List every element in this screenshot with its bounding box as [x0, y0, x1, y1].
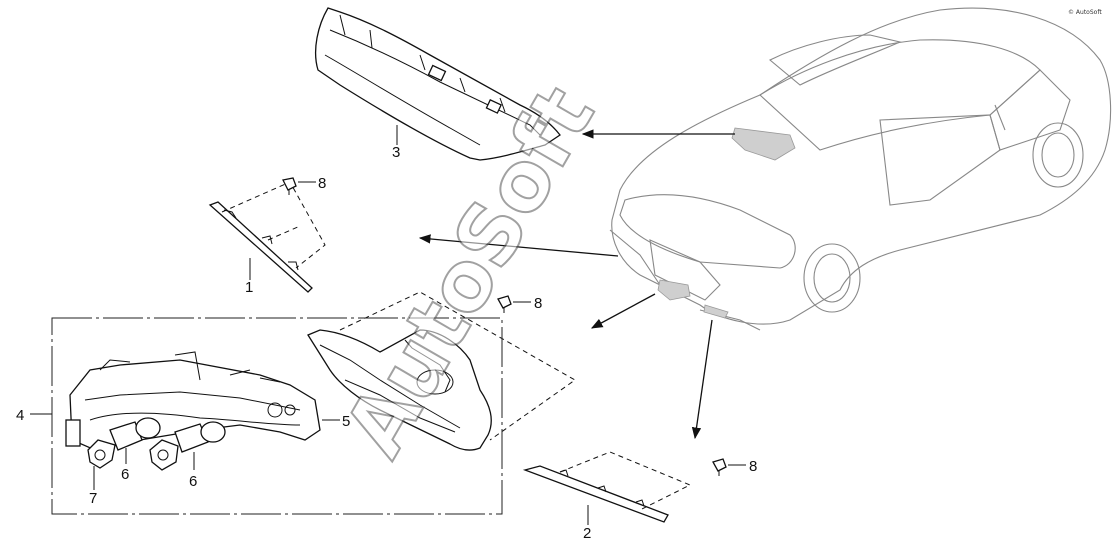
- part-5-lamp-housing: [307, 329, 492, 451]
- assembly-line-part-1: [221, 181, 326, 269]
- callout-1: 1: [245, 279, 253, 296]
- clip-fastener-icon: [282, 177, 297, 195]
- assembly-line-part-5: [339, 291, 576, 441]
- callout-8-top: 8: [318, 175, 326, 192]
- callout-5: 5: [342, 413, 350, 430]
- callout-3: 3: [392, 144, 400, 161]
- callout-8-middle: 8: [534, 295, 542, 312]
- part-4-assembly-frame: [51, 317, 503, 515]
- bulb-socket-left: [87, 417, 161, 469]
- callout-6-left: 6: [121, 466, 129, 483]
- watermark-corner: © AutoSoft: [1068, 9, 1102, 16]
- part-1-trim-strip: [208, 201, 313, 293]
- part-3-upper-panel: [315, 7, 561, 161]
- callout-8-right: 8: [749, 458, 757, 475]
- clip-fastener-icon: [497, 295, 512, 313]
- callout-7: 7: [89, 490, 97, 507]
- bulb-socket-right: [149, 421, 226, 471]
- clip-fastener-icon: [712, 458, 727, 476]
- part-2-lower-strip: [522, 465, 669, 523]
- callout-4: 4: [16, 407, 24, 424]
- callout-2: 2: [583, 525, 591, 542]
- vehicle-outline: [609, 7, 1112, 331]
- callout-6-right: 6: [189, 473, 197, 490]
- pointer-arrow-icon: [418, 129, 735, 440]
